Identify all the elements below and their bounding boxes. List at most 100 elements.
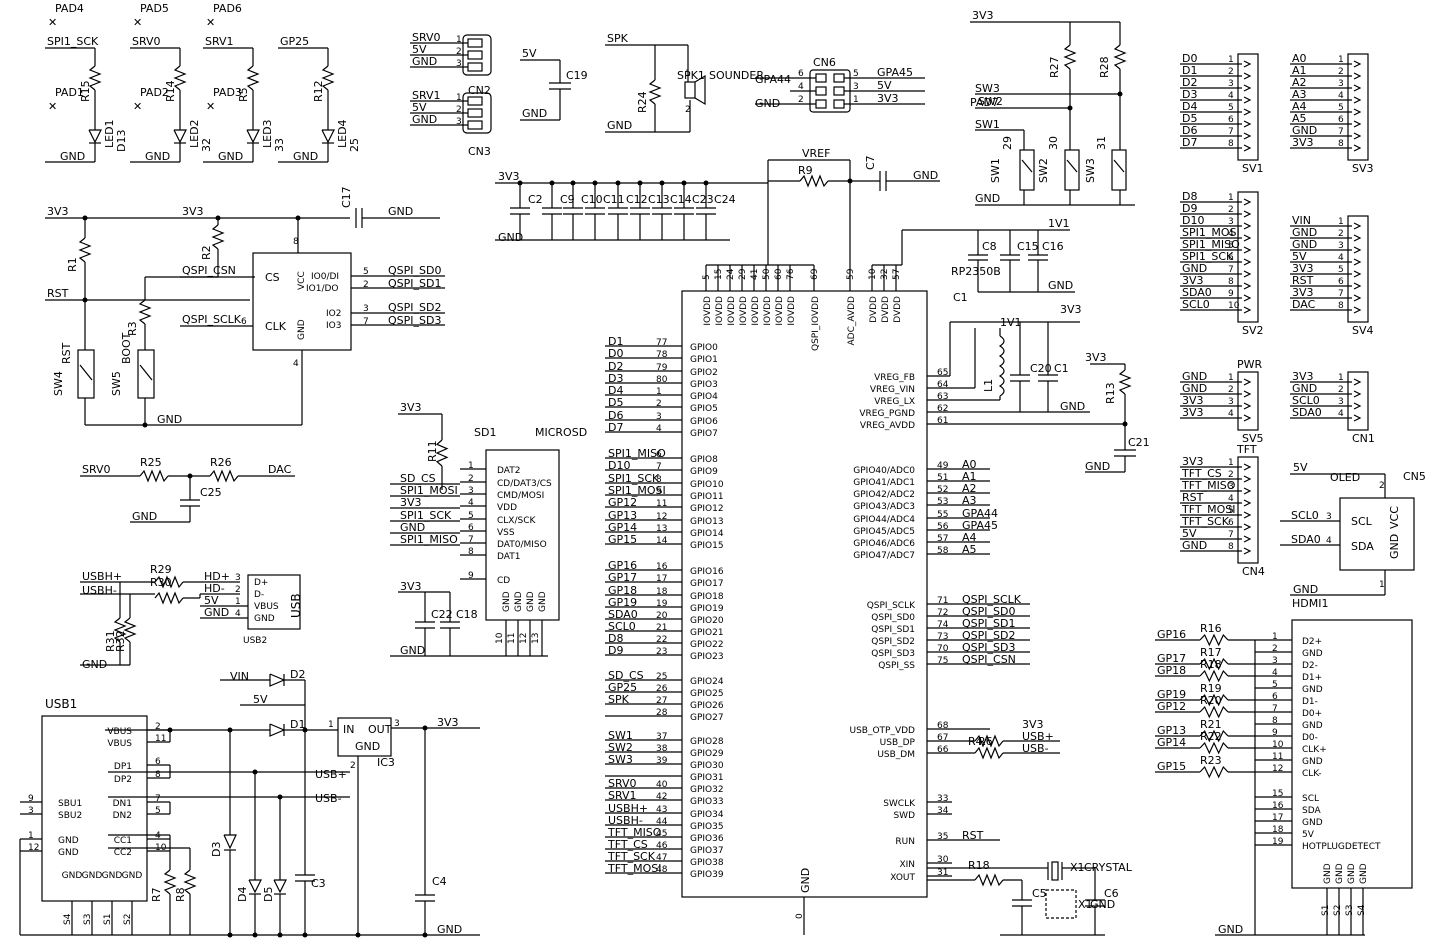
hdmi-net: GP14 (1157, 736, 1186, 749)
ic3-in: IN (343, 723, 354, 736)
sv2-pin: 9 (1228, 289, 1234, 299)
sv5-pin-icon (1243, 402, 1252, 410)
cn2-label: CN2 (468, 84, 491, 97)
dvdd-net: 1V1 (1048, 217, 1070, 230)
usbh-pin-4: 4 (235, 609, 241, 619)
mcu-usb-name: USB_OTP_VDD (849, 726, 915, 736)
hdmi-pin-label: GND (1302, 818, 1323, 828)
cn3-pin-2: 2 (456, 105, 462, 115)
mcu-left-pin-num: 13 (656, 524, 667, 534)
mcu-top-num: 29 (738, 268, 748, 280)
led-num: 25 (348, 138, 361, 152)
usb1-left-label: SBU2 (58, 811, 82, 821)
oled-label: OLED (1330, 471, 1360, 484)
mcu-left-net: SDA0 (608, 608, 638, 621)
mcu-left-net: D10 (608, 459, 630, 472)
hdmi-pin-num: 6 (1272, 692, 1278, 702)
mcu-top-name: ADC_AVDD (847, 296, 857, 346)
led-diode-icon (246, 129, 260, 144)
mcu-adc-name: GPIO46/ADC6 (853, 539, 915, 549)
mcu-left-pin-num: 8 (656, 475, 662, 485)
mcu-qspi-net: QSPI_CSN (962, 653, 1016, 666)
usbh-pin-1: 1 (235, 597, 241, 607)
led-res-label: R15 (79, 80, 92, 102)
mcu-left-net: SW1 (608, 729, 633, 742)
cn1-pin: 3 (1338, 397, 1344, 407)
mcu-left-pin-name: GPIO36 (690, 834, 724, 844)
spk-pin2: 2 (685, 105, 691, 115)
led-pad: PAD2 (140, 86, 169, 99)
ic3-pin-in: 1 (328, 720, 334, 730)
usb1-left-pin: 12 (28, 843, 39, 853)
junction (517, 180, 523, 186)
sv4-net: DAC (1292, 298, 1316, 311)
mcu-left-pin-name: GPIO17 (690, 579, 724, 589)
mcu-adc-net: A1 (962, 470, 977, 483)
sv4-pin: 4 (1338, 253, 1344, 263)
led-gnd: GND (218, 150, 243, 163)
mcu-left-pin-name: GPIO22 (690, 640, 724, 650)
mcu-left-pin-num: 2 (656, 399, 662, 409)
mcu-top-name: DVDD (881, 296, 891, 323)
junction (570, 180, 576, 186)
led-net: SPI1_SCK (47, 35, 99, 48)
cn1-pin-icon (1353, 402, 1362, 410)
led-name: LED3 (261, 119, 274, 148)
sd-gnd-num: 13 (531, 633, 541, 644)
usb1-shield: S4 (63, 913, 73, 925)
c16-label: C16 (1042, 240, 1064, 253)
sd-pin-num: 7 (468, 535, 474, 545)
d2-label: D2 (290, 668, 305, 681)
hdmi-resistor (1199, 765, 1229, 779)
mcu-adc-net: A0 (962, 458, 977, 471)
mcu-top-name: IOVDD (775, 296, 785, 326)
sd-net: SPI1_MISO (400, 533, 458, 546)
usb1-right-pin: 8 (155, 770, 161, 780)
mcu-left-pin-name: GPIO3 (690, 380, 718, 390)
usb1-right-pin: 6 (155, 757, 161, 767)
mcu-left-net: D6 (608, 409, 623, 422)
mcu-misc-num: 34 (937, 806, 949, 816)
sd-pin-num: 8 (468, 547, 474, 557)
mcu-usb-num: 68 (937, 721, 949, 731)
sv5-net: GND (1182, 382, 1207, 395)
sv4-net: 5V (1292, 250, 1307, 263)
usbh-pin-3: 3 (235, 573, 241, 583)
r2-label: R2 (200, 245, 213, 260)
r26-label: R26 (210, 456, 232, 469)
led-net: SRV1 (205, 35, 234, 48)
mcu-left-pin-num: 14 (656, 536, 668, 546)
mcu-top-num: 32 (880, 269, 890, 280)
flash-rail-1: 3V3 (47, 205, 69, 218)
hdmi-pin-num: 15 (1272, 789, 1283, 799)
cn6-l3: GND (755, 97, 780, 110)
cn4-title: TFT (1236, 443, 1257, 456)
sw2-num: 30 (1047, 136, 1060, 150)
sv5-label: SV5 (1242, 432, 1264, 445)
sv4-net: VIN (1292, 214, 1311, 227)
x-mark-icon: ✕ (206, 100, 215, 113)
hdmi-pin-label: CLK+ (1302, 745, 1327, 755)
hdmi-bottom-gnd: GND (1347, 863, 1357, 884)
flash-io3: IO3 (326, 321, 341, 331)
sd-net: SPI1_SCK (400, 509, 452, 522)
power-gnd: GND (437, 923, 462, 936)
l1-label: L1 (982, 379, 995, 392)
sv4-pin: 5 (1338, 265, 1344, 275)
sv2-pin-icon (1243, 210, 1252, 218)
mcu-adc-net: A5 (962, 543, 977, 556)
led-gnd: GND (293, 150, 318, 163)
mcu-left-net: GP25 (608, 681, 637, 694)
sv1-net: D2 (1182, 76, 1197, 89)
sd-resistor (435, 439, 449, 467)
sd-name: SD1 (474, 426, 496, 439)
flash-vcc: VCC (297, 271, 307, 290)
sv2-net: D10 (1182, 214, 1204, 227)
mcu-qspi-num: 73 (937, 632, 948, 642)
mcu-left-net: GP17 (608, 571, 637, 584)
hdmi-net: GP19 (1157, 688, 1186, 701)
flash-gnd: GND (388, 205, 413, 218)
sv4-pin-icon (1353, 222, 1362, 230)
usb1-right-label: DN2 (113, 811, 132, 821)
